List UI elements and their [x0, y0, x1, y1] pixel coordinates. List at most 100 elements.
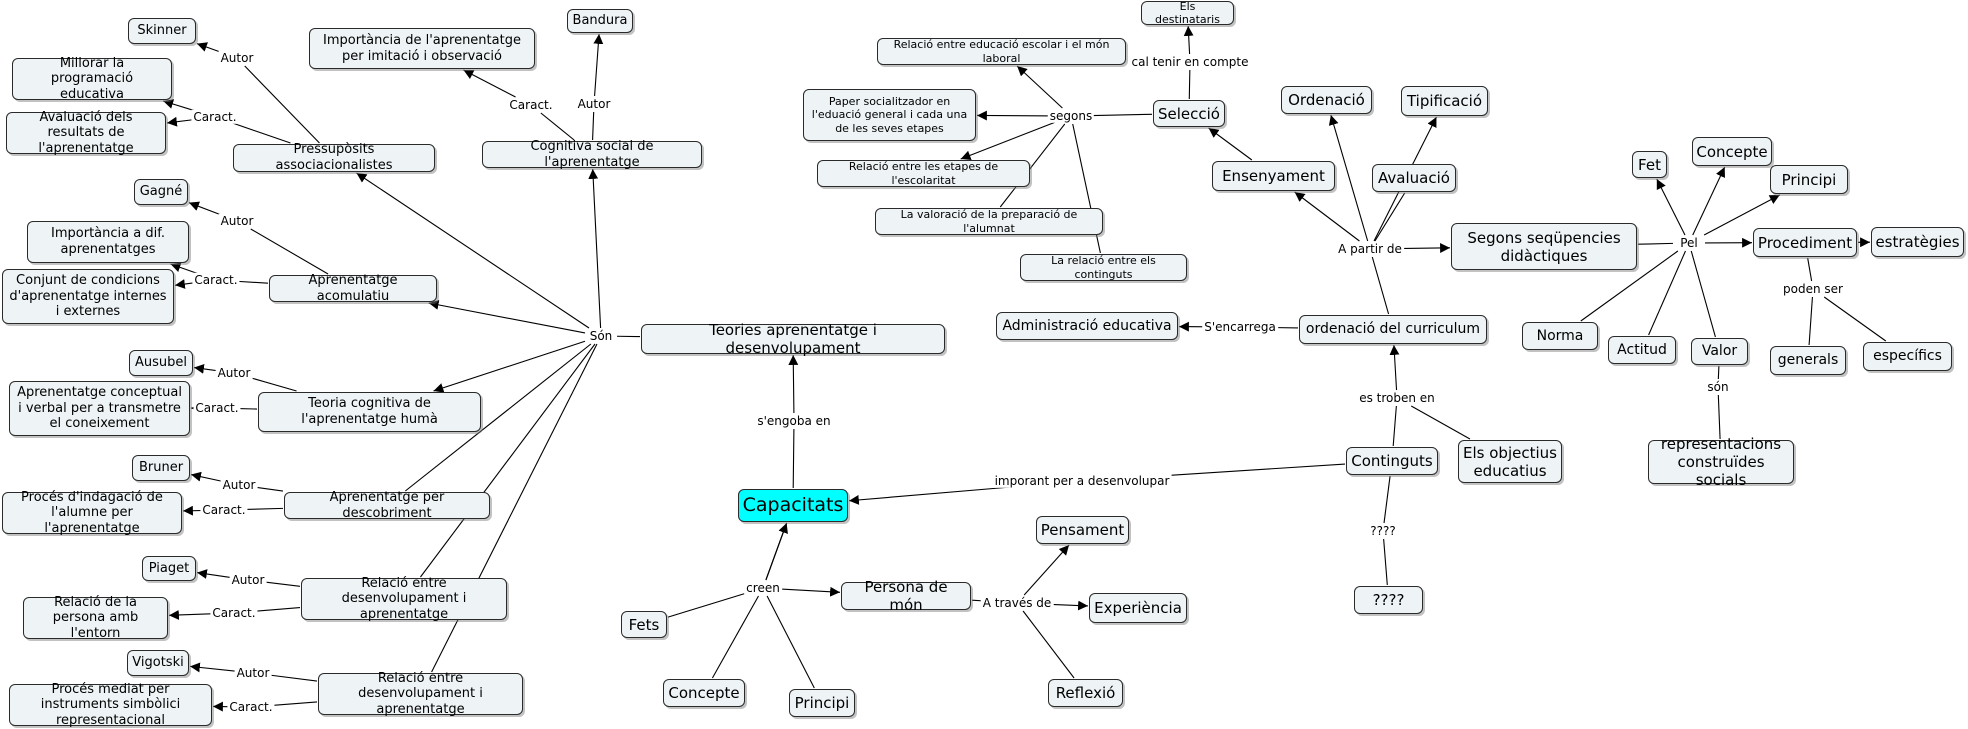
- connector-lbl-autor-band-to-bandura: [593, 33, 604, 97]
- connector-relacio-des2-to-lbl-autor-vig: [268, 674, 318, 682]
- node-tipificacio: Tipificació: [1401, 86, 1488, 116]
- node-concepte2: Concepte: [1692, 137, 1772, 166]
- connector-lbl-creen-to-fets: [667, 592, 748, 618]
- node-bandura: Bandura: [567, 9, 633, 33]
- node-conjunt: Conjunt de condicions d'aprenentatge int…: [2, 269, 174, 324]
- link-label-caract-teo: Caract.: [193, 400, 241, 416]
- node-piaget: Piaget: [142, 556, 196, 581]
- node-generals: generals: [1770, 346, 1846, 375]
- link-label-caract-acom: Caract.: [192, 272, 240, 288]
- node-procediment: Procediment: [1753, 228, 1857, 257]
- connector-lbl-qm-to-qmarks: [1383, 538, 1388, 586]
- connector-continguts-to-lbl-qm: [1383, 475, 1391, 524]
- node-conceptual: Aprenentatge conceptual i verbal per a t…: [9, 381, 190, 436]
- node-segons-seq: Segons seqüpencies didàctiques: [1451, 223, 1637, 270]
- node-especifics: específics: [1863, 342, 1952, 371]
- connector-relacio-des1-to-lbl-caract-rel1: [249, 607, 301, 613]
- node-vigotski: Vigotski: [127, 650, 189, 676]
- connector-lbl-creen-to-concepte1: [711, 595, 759, 679]
- connector-continguts-to-lbl-estroben: [1392, 405, 1397, 447]
- node-importancia-imit: Importància de l'aprenentatge per imitac…: [309, 28, 535, 69]
- node-relacio-des2: Relació entre desenvolupament i aprenent…: [318, 671, 523, 717]
- connector-cognitiva-social-to-lbl-autor-band: [592, 111, 595, 141]
- connector-lbl-creen-to-persona: [778, 586, 841, 597]
- connector-pressuposits-to-lbl-autor-sk: [244, 65, 320, 144]
- node-valor: Valor: [1691, 338, 1748, 365]
- connector-lbl-creen-to-principi1: [766, 595, 815, 689]
- node-skinner: Skinner: [128, 18, 196, 44]
- node-valoracio: La valoració de la preparació de l'alumn…: [875, 208, 1103, 235]
- node-pressuposits: Pressupòsits associacionalistes: [233, 142, 435, 173]
- connector-objectius-to-lbl-estroben: [1410, 405, 1471, 440]
- node-descobriment: Aprenentatge per descobriment: [284, 490, 490, 521]
- link-label-autor-bru: Autor: [220, 477, 258, 493]
- connector-lbl-son-to-teoria-cog: [433, 340, 586, 393]
- connector-seleccio-to-lbl-segons: [1086, 113, 1153, 117]
- node-millorar: Millorar la programació educativa: [12, 56, 172, 102]
- node-avaluacio: Avaluació: [1372, 164, 1456, 192]
- connector-lbl-segons-to-valoracio: [999, 123, 1066, 208]
- connector-lbl-autor-bru-to-bruner: [190, 471, 224, 483]
- link-label-son: Són: [587, 328, 615, 344]
- connector-lbl-son-to-relacio-des1: [420, 343, 596, 578]
- connector-capacitats-to-lbl-sengoba: [792, 428, 795, 489]
- link-label-sengoba: s'engoba en: [755, 413, 833, 429]
- connector-ordenacio-curr-to-lbl-apartir: [1371, 256, 1390, 315]
- connector-lbl-atraves-to-reflexio: [1022, 610, 1075, 679]
- connector-lbl-son-to-pressuposits: [356, 172, 590, 329]
- link-label-sencarrega: S'encarrega: [1202, 319, 1278, 335]
- node-qmarks: ????: [1354, 586, 1423, 614]
- connector-descobriment-to-lbl-autor-bru: [254, 486, 284, 492]
- connector-lbl-sengoba-to-teories: [788, 354, 799, 414]
- connector-lbl-pel-to-concepte2: [1692, 166, 1726, 236]
- node-fet: Fet: [1632, 151, 1667, 178]
- connector-relacio-des2-to-lbl-caract-rel2: [266, 701, 318, 707]
- node-actitud: Actitud: [1608, 336, 1676, 364]
- link-label-apartir: A partir de: [1336, 241, 1404, 257]
- connector-lbl-apartir-to-avaluacio: [1374, 192, 1406, 242]
- link-label-autor-pia: Autor: [229, 572, 267, 588]
- connector-segons-seq-to-lbl-pel: [1637, 242, 1674, 245]
- node-relacio-des1: Relació entre desenvolupament i aprenent…: [301, 576, 507, 622]
- connector-lbl-son-to-acomulatiu: [428, 300, 586, 334]
- node-pensament: Pensament: [1036, 516, 1129, 544]
- link-label-caract-desc: Caract.: [200, 502, 248, 518]
- link-label-estroben: es troben en: [1357, 390, 1437, 406]
- connector-lbl-creen-to-capacitats: [765, 522, 788, 581]
- link-label-caltenir: cal tenir en compte: [1129, 54, 1251, 70]
- connector-lbl-segons-to-relacio-etapes: [960, 121, 1056, 161]
- connector-lbl-autor-vig-to-vigotski: [189, 662, 238, 673]
- node-teories: Teories aprenentatge i desenvolupament: [641, 321, 945, 357]
- node-acomulatiu: Aprenentatge acomulatiu: [269, 273, 437, 304]
- connector-lbl-caract-acom-to-importancia-dif: [170, 262, 201, 275]
- node-seleccio: Selecció: [1153, 100, 1225, 127]
- connector-valor-to-lbl-son2: [1717, 365, 1720, 380]
- node-estrategies: estratègies: [1871, 227, 1964, 257]
- link-label-caract-rel1: Caract.: [210, 605, 258, 621]
- node-relacio-etapes: Relació entre les etapes de l'escolarita…: [817, 160, 1030, 187]
- node-relacio-continguts: La relació entre els continguts: [1020, 254, 1187, 281]
- connector-pressuposits-to-lbl-caract-pres: [230, 121, 291, 144]
- node-relacio-persona: Relació de la persona amb l'entorn: [23, 595, 168, 641]
- link-label-autor-gag: Autor: [218, 213, 256, 229]
- link-label-pel: Pel: [1678, 235, 1700, 251]
- node-cognitiva-social: Cognitiva social de l'aprenentatge: [482, 139, 702, 170]
- link-label-segons: segons: [1047, 108, 1095, 124]
- link-label-creen: creen: [744, 580, 782, 596]
- link-label-imporant: imporant per a desenvolupar: [992, 473, 1172, 489]
- node-destinataris: Els destinataris: [1141, 0, 1234, 26]
- node-avaluacio-res: Avaluació dels resultats de l'aprenentat…: [6, 110, 166, 156]
- connector-lbl-son-to-cognitiva-social: [588, 168, 602, 329]
- link-label-caract-rel2: Caract.: [227, 699, 275, 715]
- node-gagne: Gagné: [134, 179, 188, 205]
- node-relacio-laboral: Relació entre educació escolar i el món …: [877, 38, 1126, 65]
- connector-teoria-cog-to-lbl-autor-aus: [249, 377, 297, 392]
- connector-lbl-autor-gag-to-gagne: [188, 201, 222, 216]
- link-label-atraves: A través de: [980, 595, 1054, 611]
- connector-lbl-son2-to-representacions: [1717, 394, 1721, 440]
- connector-lbl-estroben-to-ordenacio-curr: [1389, 344, 1400, 391]
- link-label-podenser: poden ser: [1781, 281, 1845, 297]
- connector-lbl-segons-to-relacio-laboral: [1016, 65, 1063, 109]
